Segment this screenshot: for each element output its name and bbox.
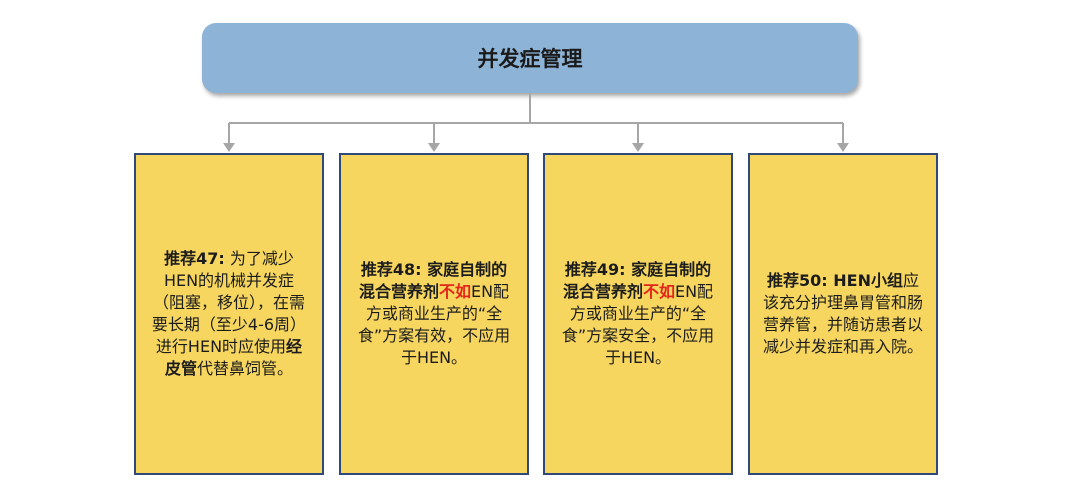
- recommendation-text-end: 代替鼻饲管。: [197, 359, 294, 378]
- card-text: 推荐49: 家庭自制的混合营养剂不如EN配方或商业生产的“全食”方案安全，不应用…: [557, 259, 719, 369]
- connector-arrow-3: [632, 143, 644, 152]
- recommendation-text: EN配方或商业生产的“全食”方案安全，不应用于HEN。: [561, 282, 715, 367]
- recommendation-label: 推荐47:: [164, 249, 225, 268]
- recommendation-negation: 不如: [642, 282, 675, 301]
- recommendation-text: EN配方或商业生产的“全食”方案有效，不应用于HEN。: [357, 282, 511, 367]
- recommendation-label: 推荐49: 家庭自制的混合营养剂: [562, 260, 712, 301]
- header-title: 并发症管理: [477, 47, 583, 71]
- card-text: 推荐50: HEN小组应该充分护理鼻胃管和肠营养管，并随访患者以减少并发症和再入…: [762, 270, 924, 358]
- recommendation-label: 推荐50: HEN小组: [767, 271, 903, 290]
- connector-arrow-4: [837, 143, 849, 152]
- recommendation-card-49: 推荐49: 家庭自制的混合营养剂不如EN配方或商业生产的“全食”方案安全，不应用…: [543, 153, 733, 475]
- card-text: 推荐48: 家庭自制的混合营养剂不如EN配方或商业生产的“全食”方案有效，不应用…: [353, 259, 515, 369]
- recommendation-card-48: 推荐48: 家庭自制的混合营养剂不如EN配方或商业生产的“全食”方案有效，不应用…: [339, 153, 529, 475]
- connector-arrow-2: [428, 143, 440, 152]
- header-box: 并发症管理: [202, 23, 858, 93]
- recommendation-text: 为了减少HEN的机械并发症（阻塞，移位），在需要长期（至少4-6周）进行HEN时…: [151, 249, 307, 356]
- recommendation-text: 应该充分护理鼻胃管和肠营养管，并随访患者以减少并发症和再入院。: [762, 271, 923, 356]
- recommendation-negation: 不如: [438, 282, 471, 301]
- card-text: 推荐47: 为了减少HEN的机械并发症（阻塞，移位），在需要长期（至少4-6周）…: [148, 248, 310, 380]
- recommendation-label: 推荐48: 家庭自制的混合营养剂: [358, 260, 508, 301]
- recommendation-card-50: 推荐50: HEN小组应该充分护理鼻胃管和肠营养管，并随访患者以减少并发症和再入…: [748, 153, 938, 475]
- recommendation-card-47: 推荐47: 为了减少HEN的机械并发症（阻塞，移位），在需要长期（至少4-6周）…: [134, 153, 324, 475]
- connector-arrow-1: [223, 143, 235, 152]
- recommendation-emphasis: 经皮管: [164, 337, 303, 378]
